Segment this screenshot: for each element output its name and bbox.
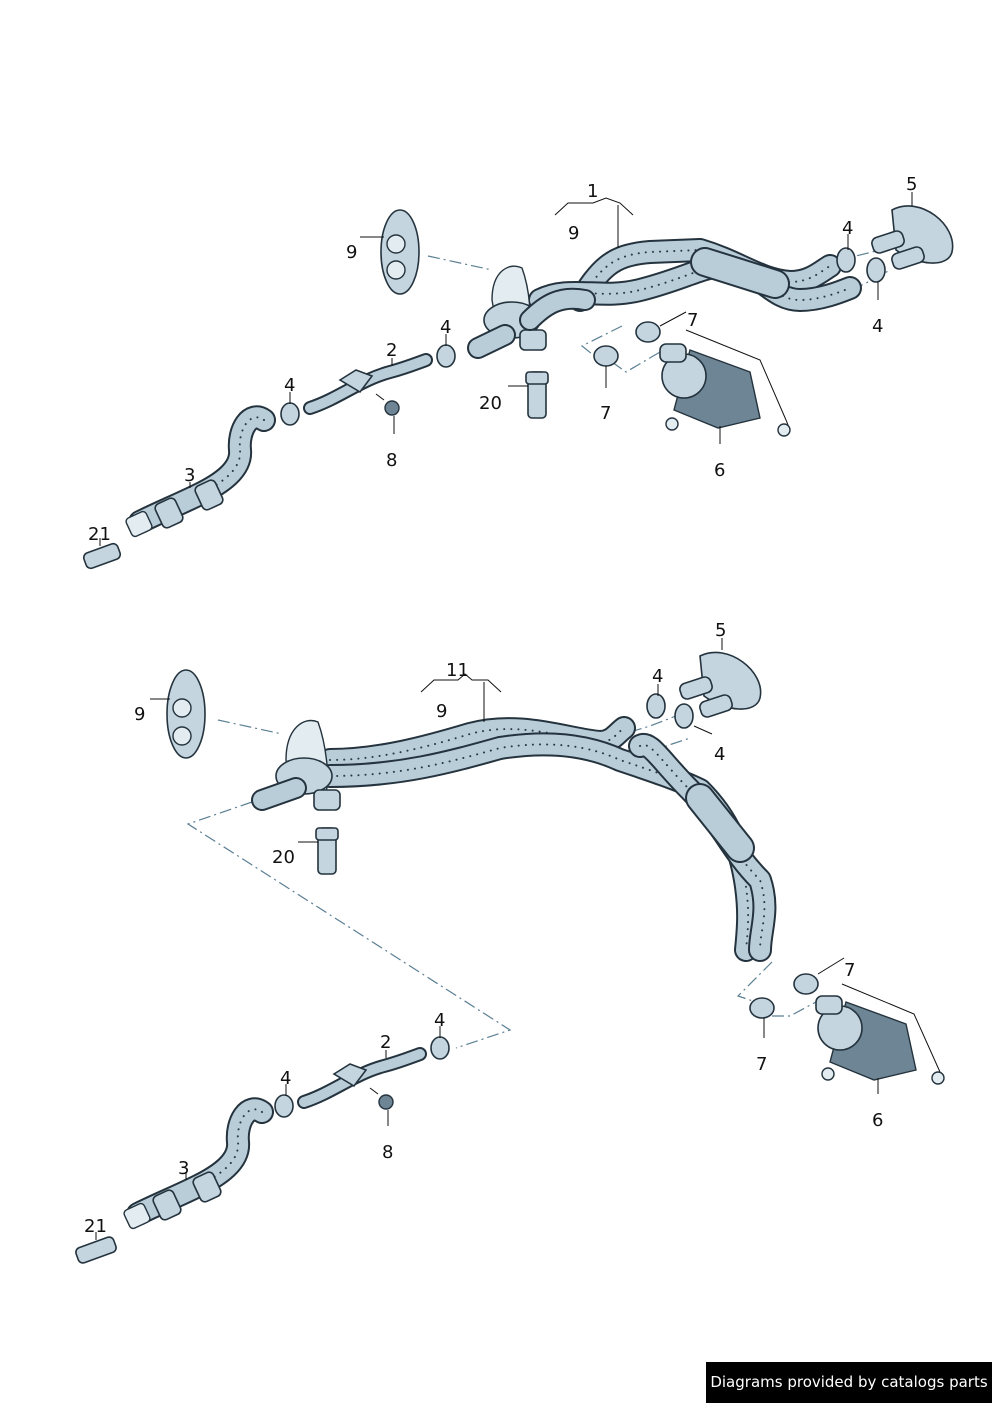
callout-leader xyxy=(420,673,502,693)
hose-clamp xyxy=(836,247,856,273)
callout-label: 7 xyxy=(844,960,855,981)
assembly-line xyxy=(611,351,661,373)
callout-label: 20 xyxy=(479,393,502,414)
callout-label: 6 xyxy=(714,460,725,481)
callout-label: 4 xyxy=(842,218,853,239)
hose-junction xyxy=(467,265,596,359)
callout-label: 20 xyxy=(272,847,295,868)
callout-label: 4 xyxy=(714,744,725,765)
coolant-pump xyxy=(815,983,945,1085)
hose-clamp xyxy=(280,402,300,426)
callout-label: 3 xyxy=(178,1158,189,1179)
hose-plug xyxy=(525,371,549,419)
callout-leader xyxy=(554,197,634,216)
callout-label: 8 xyxy=(386,450,397,471)
coolant-hose-main xyxy=(528,238,862,312)
callout-label: 11 xyxy=(446,660,469,681)
callout-label: 7 xyxy=(600,403,611,424)
coolant-pipe xyxy=(303,353,433,415)
callout-label: 21 xyxy=(88,524,111,545)
callout-label: 7 xyxy=(756,1054,767,1075)
coolant-hose xyxy=(123,1097,274,1230)
coolant-hose-main xyxy=(318,716,777,962)
connector-flange xyxy=(679,651,762,718)
hose-junction xyxy=(251,719,341,811)
callout-label: 9 xyxy=(134,704,145,725)
hose-clamp xyxy=(646,693,666,719)
flange-plate xyxy=(166,669,206,759)
pipe-stub xyxy=(82,542,122,570)
callout-leader xyxy=(693,725,713,735)
hose-clamp xyxy=(793,973,819,995)
callout-label: 4 xyxy=(652,666,663,687)
callout-label: 4 xyxy=(280,1068,291,1089)
hose-clamp xyxy=(436,344,456,368)
bolt xyxy=(369,1087,394,1110)
hose-clamp xyxy=(274,1094,294,1118)
callout-label: 3 xyxy=(184,465,195,486)
assembly-line xyxy=(772,1001,817,1017)
hose-clamp xyxy=(749,997,775,1019)
assembly-line xyxy=(736,961,773,1003)
callout-label: 2 xyxy=(380,1032,391,1053)
callout-label: 2 xyxy=(386,340,397,361)
callout-leader xyxy=(659,311,687,327)
callout-label: 9 xyxy=(346,242,357,263)
pipe-stub xyxy=(75,1236,117,1264)
callout-label: 5 xyxy=(715,620,726,641)
lower-assembly: 11 9 9 5 4 4 4 4 7 7 2 20 8 6 3 21 xyxy=(75,620,945,1264)
callout-label: 4 xyxy=(434,1010,445,1031)
callout-label: 6 xyxy=(872,1110,883,1131)
flange-plate xyxy=(380,209,420,295)
hose-clamp xyxy=(430,1036,450,1060)
coolant-pipe xyxy=(297,1047,427,1109)
callout-label: 8 xyxy=(382,1142,393,1163)
hose-clamp xyxy=(635,321,661,343)
hose-plug xyxy=(315,827,339,875)
callout-label: 21 xyxy=(84,1216,107,1237)
callout-label: 9 xyxy=(568,223,579,244)
callout-label: 4 xyxy=(284,375,295,396)
upper-assembly: 1 9 9 5 4 4 4 4 7 7 2 20 8 6 3 21 xyxy=(82,174,954,570)
coolant-hose xyxy=(125,405,276,538)
hose-clamp xyxy=(866,257,886,283)
assembly-line xyxy=(629,715,677,733)
callout-label: 9 xyxy=(436,701,447,722)
callout-label: 4 xyxy=(440,317,451,338)
callout-leader xyxy=(817,957,845,975)
assembly-line xyxy=(186,801,512,1049)
connector-flange xyxy=(871,205,954,270)
assembly-line xyxy=(427,255,493,271)
assembly-line xyxy=(580,325,623,361)
callout-label: 1 xyxy=(587,181,598,202)
credit-banner: Diagrams provided by catalogs parts xyxy=(706,1362,992,1403)
hose-clamp xyxy=(674,703,694,729)
callout-label: 5 xyxy=(906,174,917,195)
assembly-line xyxy=(217,719,283,735)
coolant-pump xyxy=(659,329,791,437)
callout-label: 7 xyxy=(687,310,698,331)
callout-label: 4 xyxy=(872,316,883,337)
bolt xyxy=(375,393,400,416)
hose-clamp xyxy=(593,345,619,367)
